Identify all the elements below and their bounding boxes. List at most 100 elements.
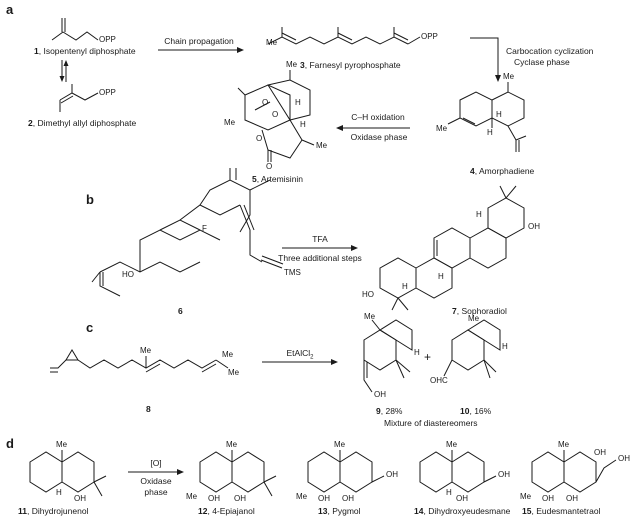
structure-11 (29, 450, 107, 497)
structure-13 (307, 450, 385, 493)
label-compound-14: 14, Dihydroxyeudesmane (414, 506, 511, 516)
atom-oh: OH (456, 494, 468, 503)
condition-etalcl2: EtAlCl2 (286, 348, 314, 361)
atom-me: Me (520, 492, 532, 501)
arrow-oxidation (336, 125, 410, 131)
atom-me: Me (228, 368, 240, 377)
atom-oh: OH (542, 494, 554, 503)
atom-h: H (502, 342, 508, 351)
atom-me: Me (446, 440, 458, 449)
atom-opp: OPP (421, 32, 438, 41)
structure-6 (91, 168, 284, 297)
atom-me: Me (503, 72, 515, 81)
structure-9 (363, 319, 413, 393)
atom-me: Me (224, 118, 236, 127)
label-compound-1: 1, Isopentenyl diphosphate (34, 46, 136, 56)
atom-me: Me (316, 141, 328, 150)
label-compound-6: 6 (178, 306, 183, 316)
structure-8 (50, 349, 229, 373)
structure-3 (267, 27, 421, 45)
arrow-oxidase (128, 469, 184, 475)
label-compound-11: 11, Dihydrojunenol (18, 506, 89, 516)
condition-cyclization: Carbocation cyclization Cyclase phase (506, 46, 594, 67)
atom-me: Me (266, 38, 278, 47)
atom-me: Me (226, 440, 238, 449)
atom-h: H (56, 488, 62, 497)
atom-me: Me (222, 350, 234, 359)
structure-2 (59, 84, 99, 112)
label-compound-12: 12, 4-Epiajanol (198, 506, 255, 516)
atom-h: H (476, 210, 482, 219)
diastereomer-note: Mixture of diastereomers (384, 418, 478, 428)
label-compound-15: 15, Eudesmantetraol (522, 506, 601, 516)
section-label-a: a (6, 2, 14, 17)
section-label-d: d (6, 436, 14, 451)
arrow-etalcl2 (262, 359, 338, 365)
atom-h: H (446, 488, 452, 497)
atom-f: F (202, 224, 207, 233)
section-label-b: b (86, 192, 94, 207)
label-compound-10: 10, 16% (460, 406, 492, 416)
structure-10 (443, 319, 501, 379)
condition-o: [O] (150, 458, 162, 468)
atom-me: Me (558, 440, 570, 449)
atom-ohc: OHC (430, 376, 448, 385)
section-label-c: c (86, 320, 94, 335)
plus-sign: + (424, 350, 432, 364)
arrow-chain-propagation (158, 47, 244, 53)
structure-7 (379, 185, 525, 311)
label-compound-13: 13, Pygmol (318, 506, 361, 516)
label-compound-8: 8 (146, 404, 151, 414)
atom-o: O (262, 98, 269, 107)
atom-h: H (295, 98, 301, 107)
atom-me: Me (436, 124, 448, 133)
atom-oh: OH (74, 494, 86, 503)
atom-oh: OH (386, 470, 398, 479)
atom-oh: OH (566, 494, 578, 503)
atom-h: H (438, 272, 444, 281)
atom-oh: OH (234, 494, 246, 503)
atom-oh: OH (498, 470, 510, 479)
atom-ho: HO (362, 290, 374, 299)
label-compound-3: 3, Farnesyl pyrophosphate (300, 60, 401, 70)
label-compound-9: 9, 28% (376, 406, 403, 416)
atom-oh: OH (374, 390, 386, 399)
structure-1 (51, 18, 99, 41)
structure-4 (447, 82, 527, 152)
label-compound-5: 5, Artemisinin (252, 174, 304, 184)
atom-opp: OPP (99, 88, 116, 97)
label-compound-2: 2, Dimethyl allyl diphosphate (28, 118, 137, 128)
structure-15 (531, 450, 617, 493)
atom-oh: OH (318, 494, 330, 503)
atom-o: O (272, 110, 279, 119)
atom-h: H (496, 110, 502, 119)
structure-5 (237, 70, 315, 162)
label-compound-7: 7, Sophoradiol (452, 306, 507, 316)
condition-oxidation-bottom: Oxidase phase (350, 132, 408, 142)
atom-oh: OH (618, 454, 630, 463)
atom-me: Me (140, 346, 152, 355)
atom-me: Me (56, 440, 68, 449)
atom-opp: OPP (99, 35, 116, 44)
atom-me: Me (334, 440, 346, 449)
atom-h: H (402, 282, 408, 291)
structure-12 (199, 450, 277, 497)
atom-h: H (487, 128, 493, 137)
atom-oh: OH (342, 494, 354, 503)
atom-oh: OH (528, 222, 540, 231)
condition-oxidase: Oxidase phase (140, 476, 172, 497)
atom-me: Me (364, 312, 376, 321)
condition-additional-steps: Three additional steps (278, 253, 362, 263)
condition-oxidation-top: C–H oxidation (351, 112, 405, 122)
label-compound-4: 4, Amorphadiene (470, 166, 535, 176)
atom-ho: HO (122, 270, 134, 279)
atom-oh: OH (594, 448, 606, 457)
atom-me: Me (296, 492, 308, 501)
atom-o: O (256, 134, 263, 143)
atom-oh: OH (208, 494, 220, 503)
arrow-tfa (282, 245, 358, 251)
atom-h: H (300, 120, 306, 129)
atom-o: O (266, 162, 273, 171)
